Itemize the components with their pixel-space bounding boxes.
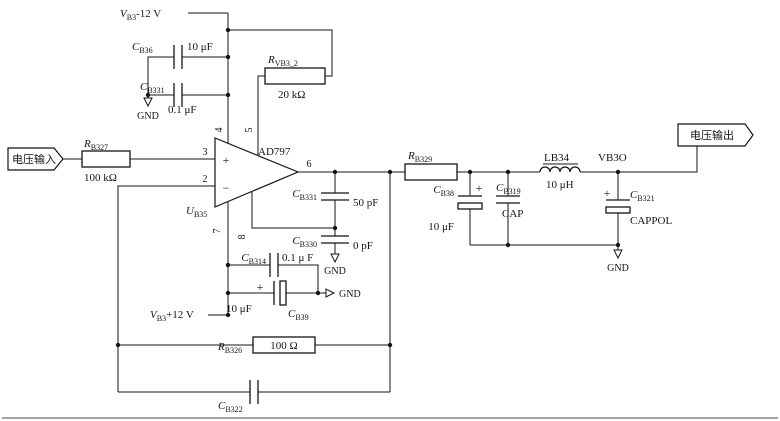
capacitor-c39-plus-sign: + [257,280,264,294]
junction-dot [332,225,338,231]
opamp-plus-sign: + [223,153,230,167]
resistor-r326-body [252,336,316,354]
capacitor-c322-plates [249,380,259,404]
opamp-body [214,137,300,208]
junction-dot [225,92,231,98]
capacitor-c330-ref: CB330 [292,235,317,249]
capacitor-c331b-value: 50 pF [353,197,378,209]
gnd-arrow-mid [330,253,340,264]
vneg-supply-label: VB3-12 V [120,8,161,22]
capacitor-c36-ref: CB36 [132,41,153,55]
junction-dot [615,242,621,248]
inductor-lb34-name: LB34 [544,152,570,164]
capacitor-c331a-value: 0.1 μF [168,104,197,116]
capacitor-c38-ref: CB38 [433,184,454,198]
junction-dot [505,169,511,175]
resistor-r327-ref: RB327 [83,138,108,152]
gnd-arrow-top-left [143,97,153,108]
capacitor-c321-plate-neg [605,206,631,214]
capacitor-c330-plates [321,235,349,244]
capacitor-c321-plus-sign: + [604,186,611,200]
wire-net [63,12,698,393]
junction-dot [225,312,231,318]
pin-8-label: 8 [237,235,248,240]
pin-4-label: 4 [214,128,225,133]
junction-dots [115,27,621,348]
capacitor-c314-plates [269,253,279,277]
opamp-ref: UB35 [186,205,207,219]
capacitor-c321-ref: CB321 [630,189,655,203]
junction-dot [225,262,231,268]
capacitor-c331b-ref: CB331 [292,188,317,202]
capacitor-c39-plate-neg [279,280,287,306]
junction-dot [225,290,231,296]
vpos-supply-label: VB3+12 V [150,309,194,323]
junction-dot [467,169,473,175]
capacitor-c322-ref: CB322 [218,400,243,414]
resistor-r327-value: 100 kΩ [84,172,117,184]
gnd-arrow-bottom-right [613,249,623,260]
port-voltage-input [7,147,64,171]
resistor-rvb3_2-body [264,67,326,85]
capacitor-c331a-ref: CB331 [140,81,165,95]
junction-dot [615,169,621,175]
junction-dot [387,342,393,348]
junction-dot [387,169,393,175]
junction-dot [332,169,338,175]
resistor-r329-body [404,163,458,181]
pin-5-label: 5 [244,128,255,133]
resistor-r326-ref: RB326 [217,341,242,355]
capacitor-c314-ref: CB314 [241,252,266,266]
capacitor-c314-value: 0.1 μ F [282,252,313,264]
capacitor-c39-value: 10 μF [226,303,252,315]
port-voltage-input-label: 电压输入 [12,152,56,166]
resistor-rvb3_2-ref: RVB3_2 [267,54,298,68]
gnd-label-right-mid: GND [339,289,361,300]
gnd-label-bottom-right: GND [607,263,629,274]
capacitor-c331b-plates [321,192,349,201]
pin-3-label: 3 [203,147,208,158]
resistor-r329-ref: RB329 [407,150,432,164]
capacitor-c319-plates [496,195,520,204]
capacitor-c38-value: 10 μF [428,221,454,233]
resistor-r327-body [81,150,131,168]
capacitor-c319-ref: CB319 [496,182,521,196]
junction-dot [145,92,151,98]
junction-dot [505,242,511,248]
capacitor-c38-plus-sign: + [476,181,483,195]
capacitor-c321-value: CAPPOL [630,215,672,227]
resistor-rvb3_2-value: 20 kΩ [278,89,305,101]
resistor-r326-value: 100 Ω [270,340,297,352]
pin-2-label: 2 [203,174,208,185]
capacitor-c38-plate-neg [457,202,483,210]
capacitor-c36-plates [173,45,183,69]
capacitor-c330-value: 0 pF [353,240,373,252]
pin-6-label: 6 [307,159,312,170]
pin-7-label: 7 [212,229,223,234]
junction-dot [225,54,231,60]
net-label-vb3o: VB3O [598,152,627,164]
inductor-lb34-value: 10 μH [546,179,574,191]
port-voltage-output [677,123,754,147]
port-voltage-output-label: 电压输出 [690,128,734,142]
capacitor-c36-value: 10 μF [187,41,213,53]
capacitor-c39-ref: CB39 [288,308,309,322]
junction-dot [225,27,231,33]
inductor-lb34-symbol [539,166,581,173]
capacitor-c331a-plates [173,83,183,107]
junction-dot [315,290,321,296]
opamp-part-label: AD797 [258,146,291,158]
gnd-arrow-right-mid [325,288,336,298]
opamp-minus-sign: − [223,181,230,195]
junction-dot [115,342,121,348]
gnd-label-mid: GND [324,266,346,277]
gnd-label-top-left: GND [137,111,159,122]
capacitor-c319-value: CAP [502,208,523,220]
